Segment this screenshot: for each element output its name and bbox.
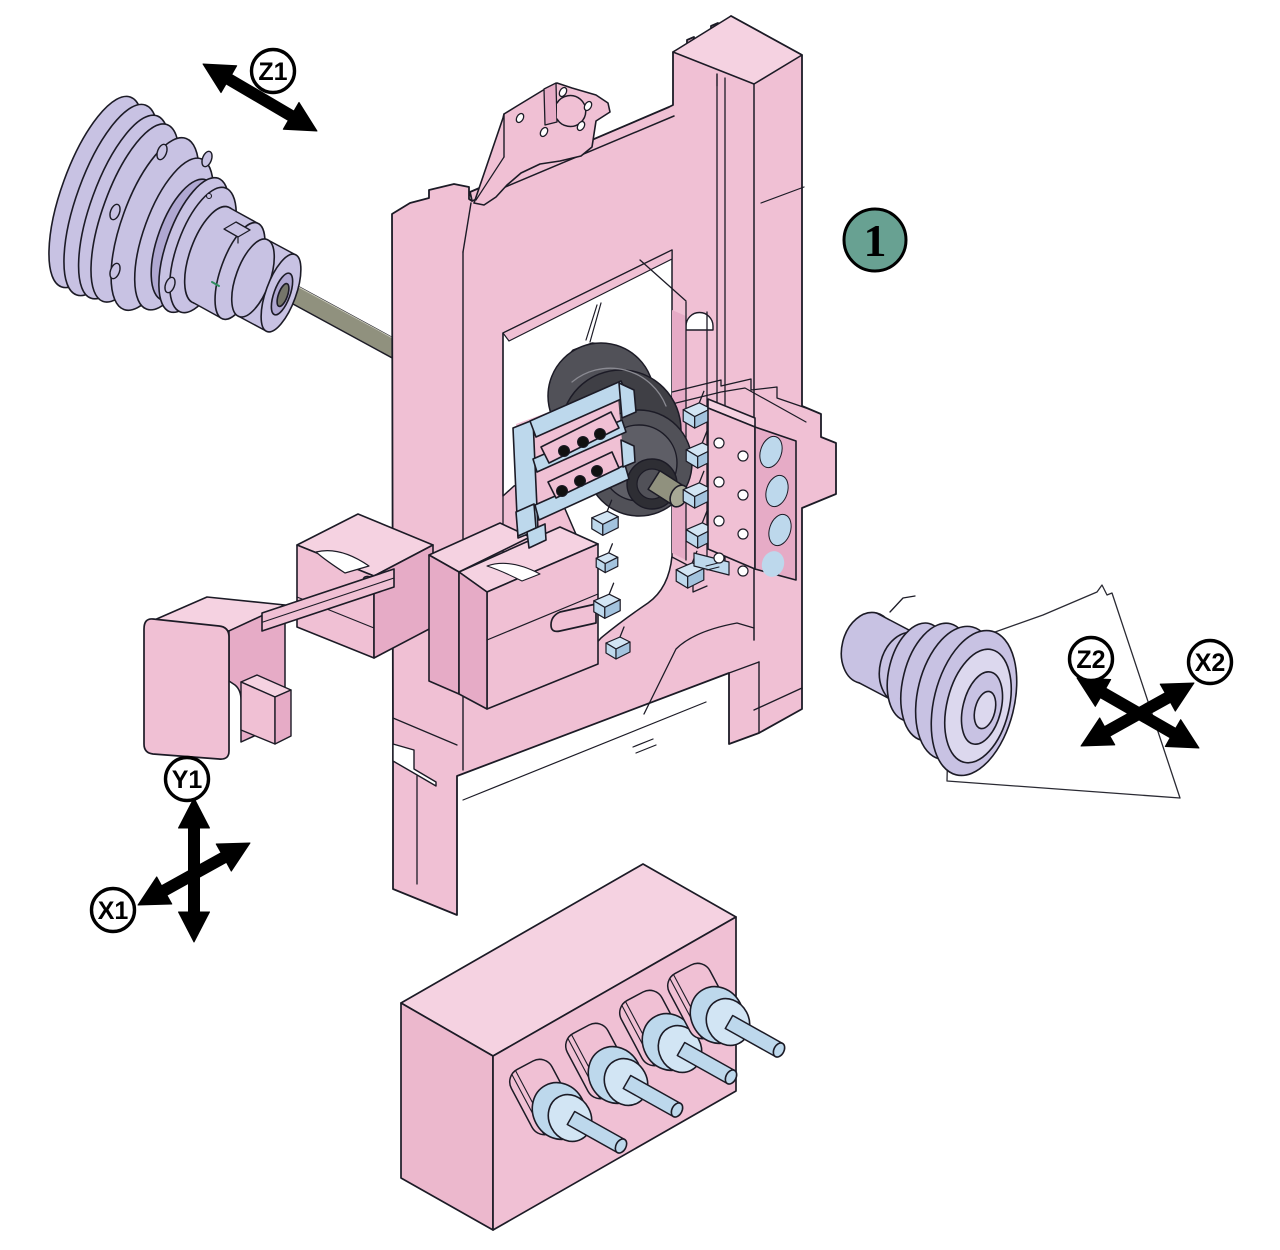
svg-text:Z1: Z1 — [258, 58, 287, 86]
svg-text:Z2: Z2 — [1076, 646, 1105, 674]
svg-text:1: 1 — [864, 215, 887, 266]
svg-text:X2: X2 — [1195, 649, 1226, 677]
svg-text:Y1: Y1 — [172, 766, 203, 794]
svg-text:X1: X1 — [98, 897, 129, 925]
